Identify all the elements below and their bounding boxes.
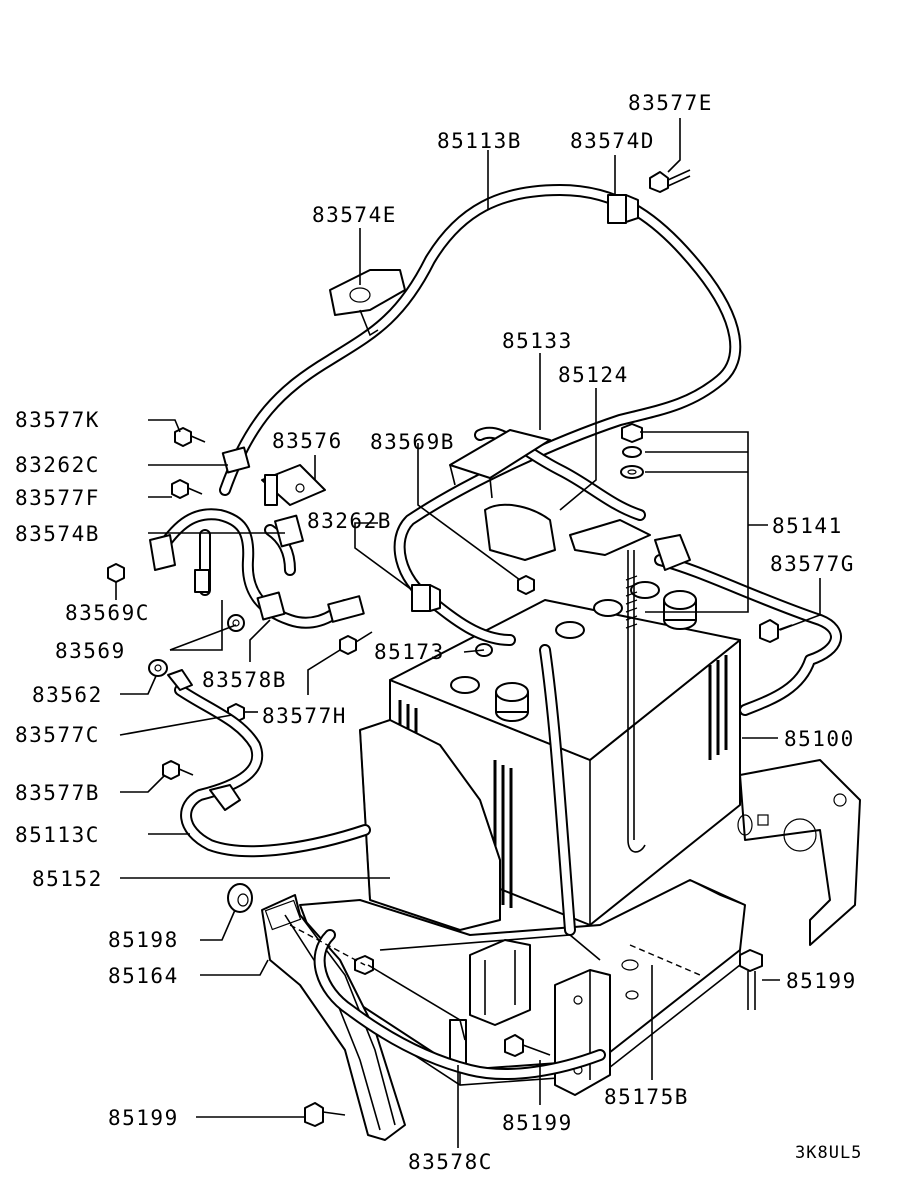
label-83577G: 83577G xyxy=(770,552,855,576)
label-83578B: 83578B xyxy=(202,668,287,692)
label-83574D: 83574D xyxy=(570,129,655,153)
label-85199-left: 85199 xyxy=(108,1106,179,1130)
battery xyxy=(359,581,741,931)
label-83577F: 83577F xyxy=(15,486,100,510)
cable-tray xyxy=(289,924,701,1080)
label-85199-right: 85199 xyxy=(786,969,857,993)
clip-83262B xyxy=(411,584,441,612)
label-83569B: 83569B xyxy=(370,430,455,454)
label-83569: 83569 xyxy=(55,639,126,663)
label-83262C: 83262C xyxy=(15,453,100,477)
label-85164: 85164 xyxy=(108,964,179,988)
label-85141: 85141 xyxy=(772,514,843,538)
label-83578C: 83578C xyxy=(408,1150,493,1174)
battery-terminals xyxy=(450,581,697,722)
label-85198: 85198 xyxy=(108,928,179,952)
label-83577H: 83577H xyxy=(262,704,347,728)
clip-83574D xyxy=(607,194,639,224)
label-83574B: 83574B xyxy=(15,522,100,546)
label-85152: 85152 xyxy=(32,867,103,891)
label-85113B: 85113B xyxy=(437,129,522,153)
label-85113C: 85113C xyxy=(15,823,100,847)
clip-83574E xyxy=(329,269,406,337)
label-83574E: 83574E xyxy=(312,203,397,227)
label-85133: 85133 xyxy=(502,329,573,353)
cable-85113C xyxy=(167,669,371,858)
label-83577B: 83577B xyxy=(15,781,100,805)
cable-85124 xyxy=(474,426,651,561)
side-bracket xyxy=(737,759,861,946)
label-85100: 85100 xyxy=(784,727,855,751)
label-85175B: 85175B xyxy=(604,1085,689,1109)
callout-labels: 83577E 85113B 83574D 83574E 85133 85124 … xyxy=(15,91,862,1174)
bracket-85133 xyxy=(449,429,551,499)
label-85199-center: 85199 xyxy=(502,1111,573,1135)
label-83577C: 83577C xyxy=(15,723,100,747)
label-83577E: 83577E xyxy=(628,91,713,115)
label-83576: 83576 xyxy=(272,429,343,453)
label-83577K: 83577K xyxy=(15,408,100,432)
leader-lines xyxy=(115,118,821,1148)
cable-85113B xyxy=(219,184,742,936)
diagram-code: 3K8UL5 xyxy=(795,1143,862,1163)
label-83569C: 83569C xyxy=(65,601,150,625)
label-85124: 85124 xyxy=(558,363,629,387)
cable-right xyxy=(654,534,842,716)
label-83262B: 83262B xyxy=(307,509,392,533)
label-83562: 83562 xyxy=(32,683,103,707)
hold-rod xyxy=(620,423,646,853)
fasteners xyxy=(148,169,793,1127)
left-harness xyxy=(107,446,365,632)
label-85173: 85173 xyxy=(374,640,445,664)
